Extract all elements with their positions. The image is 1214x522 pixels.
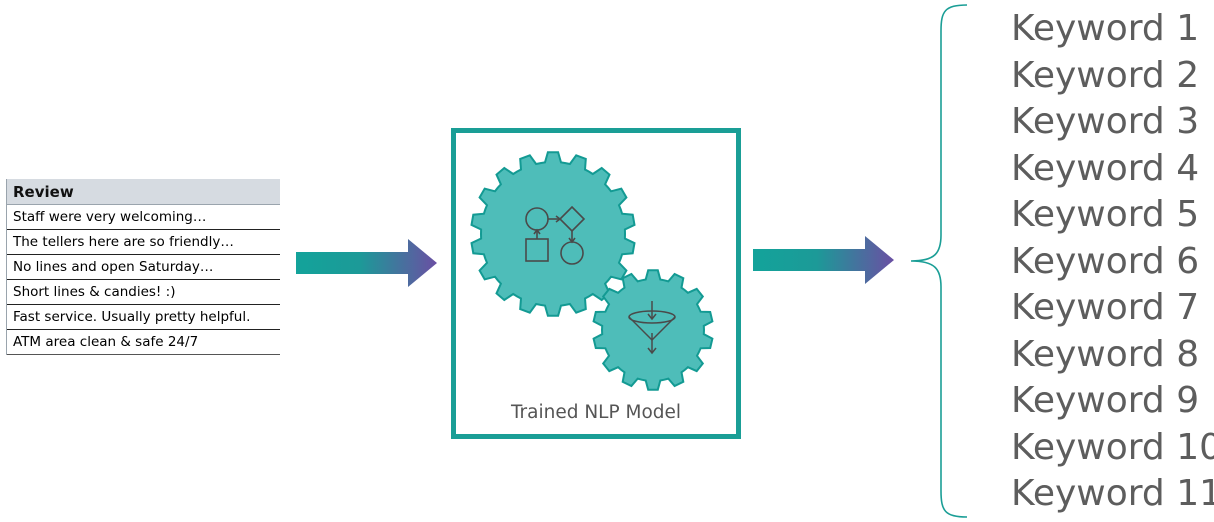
keyword-item: Keyword 10 [1011, 426, 1214, 468]
keyword-item: Keyword 9 [1011, 380, 1200, 421]
review-table: Review Staff were very welcoming… The te… [6, 179, 280, 355]
nlp-model-box: Trained NLP Model [451, 128, 741, 439]
curly-brace-icon [910, 4, 968, 518]
keyword-item: Keyword 7 [1011, 287, 1200, 328]
keyword-item: Keyword 8 [1011, 333, 1200, 375]
keyword-item: Keyword 6 [1011, 240, 1200, 282]
keyword-item: Keyword 11 [1011, 473, 1214, 514]
funnel-icon [628, 301, 676, 355]
small-gear-icon [592, 269, 714, 391]
model-label: Trained NLP Model [510, 402, 682, 423]
keyword-item: Keyword 3 [1011, 101, 1200, 142]
large-gear-icon [470, 151, 636, 317]
review-row: Fast service. Usually pretty helpful. [7, 305, 280, 330]
keyword-list: Keyword 1 Keyword 2 Keyword 3 Keyword 4 … [1011, 6, 1214, 518]
review-row: No lines and open Saturday… [7, 255, 280, 280]
output-arrow-icon [753, 236, 894, 284]
review-row: ATM area clean & safe 24/7 [7, 330, 280, 355]
gears-illustration [470, 151, 714, 391]
flowchart-icon [525, 205, 586, 265]
review-row: Short lines & candies! :) [7, 280, 280, 305]
review-table-header: Review [7, 179, 280, 205]
input-arrow-icon [296, 239, 437, 287]
review-row: Staff were very welcoming… [7, 205, 280, 230]
keyword-item: Keyword 4 [1011, 147, 1200, 189]
keyword-item: Keyword 1 [1011, 8, 1200, 49]
review-row: The tellers here are so friendly… [7, 230, 280, 255]
keyword-item: Keyword 2 [1011, 54, 1200, 96]
keyword-item: Keyword 5 [1011, 194, 1200, 235]
